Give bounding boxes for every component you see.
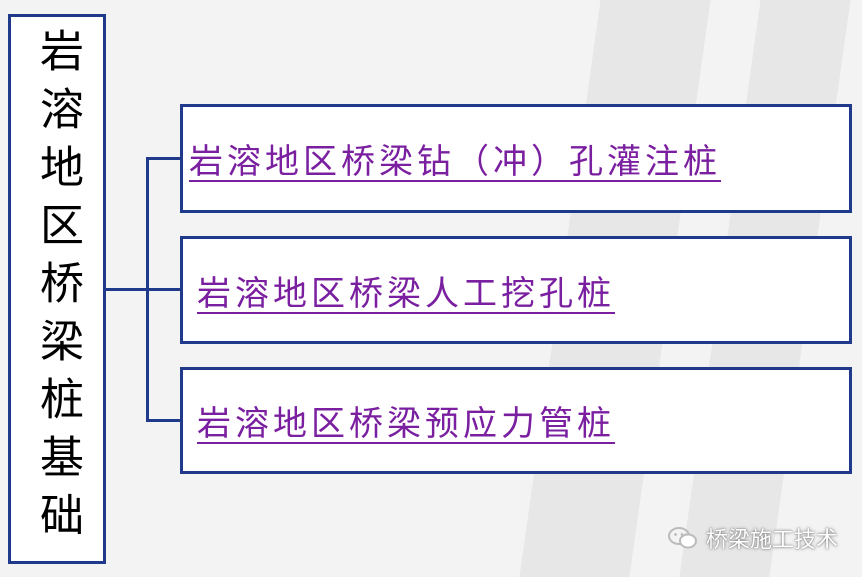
child-label: 岩溶地区桥梁人工挖孔桩 [197,273,615,314]
watermark-text: 桥梁施工技术 [706,528,839,553]
connector-branch-2 [146,288,182,291]
connector-branch-1 [146,157,182,160]
connector-branch-3 [146,419,182,422]
child-node: 岩溶地区桥梁钻（冲）孔灌注桩 [180,104,852,213]
child-node: 岩溶地区桥梁预应力管桩 [180,367,852,474]
watermark: 桥梁施工技术 [668,522,838,554]
root-label: 岩溶地区桥梁桩基础 [32,28,83,550]
connector-trunk [106,288,148,291]
child-node: 岩溶地区桥梁人工挖孔桩 [180,236,852,344]
root-node: 岩溶地区桥梁桩基础 [8,14,106,564]
child-label: 岩溶地区桥梁钻（冲）孔灌注桩 [189,142,721,182]
child-label: 岩溶地区桥梁预应力管桩 [197,404,615,444]
wechat-icon [668,527,697,549]
